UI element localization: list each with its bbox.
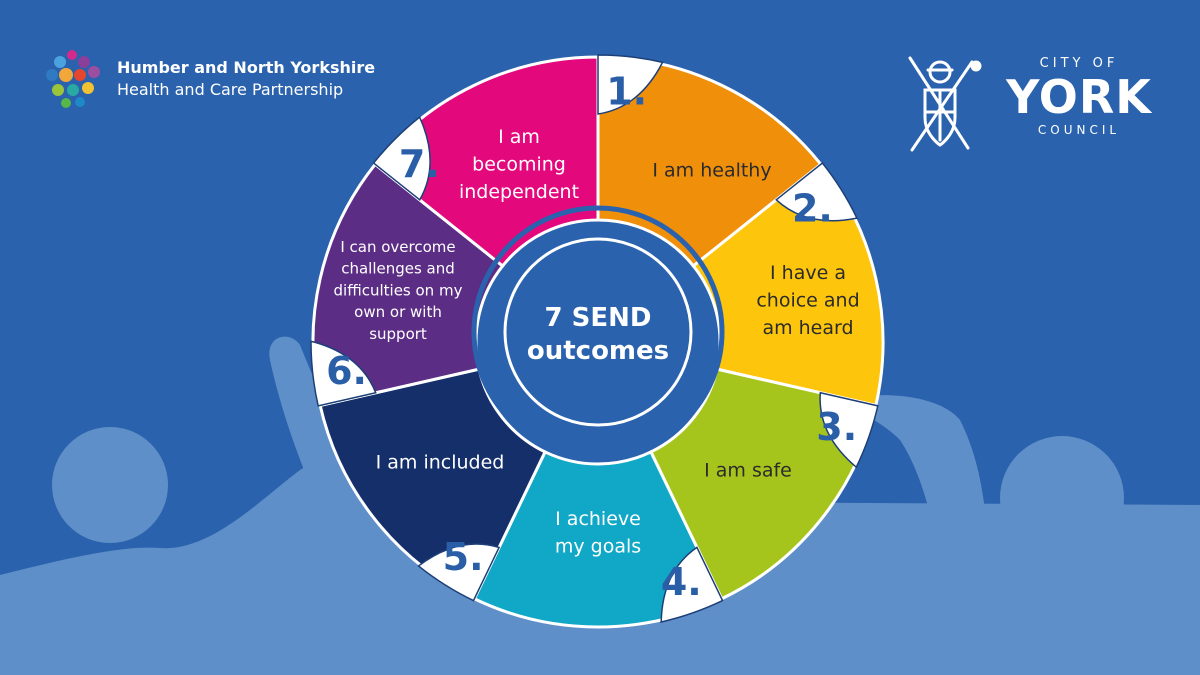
outcome-number-tab-7 [372,115,431,201]
outcome-number-6: 6. [326,349,367,393]
outcome-label-1-line-1: I am healthy [652,160,771,182]
outcome-number-3: 3. [816,405,857,449]
outcome-label-5-line-1: I am included [376,452,505,474]
outcome-label-6-line-3: difficulties on my [334,281,463,299]
left-raised-arm [269,336,400,580]
center-title-line2: outcomes [527,336,669,366]
council-name: YORK [1006,70,1152,124]
outcome-label-7-line-3: independent [459,181,579,203]
outcome-label-2-line-3: am heard [762,317,853,339]
council-label: COUNCIL [1037,123,1121,137]
council-wordmark: CITY OF YORK COUNCIL [994,56,1164,138]
york-crest-icon [908,56,982,152]
outcome-label-2-line-1: I have a [770,262,846,284]
outcome-label-7-line-2: becoming [472,154,566,176]
outcome-number-2: 2. [792,187,833,231]
outcome-label-6-line-4: own or with [354,303,442,321]
outcome-number-4: 4. [661,560,702,604]
outcome-label-6-line-2: challenges and [341,260,455,278]
outcome-number-tab-3 [819,391,879,469]
outcome-label-7-line-1: I am [498,126,540,148]
center-circle [503,237,693,427]
outcome-label-4-line-1: I achieve [555,508,641,530]
partner-name-line2: Health and Care Partnership [117,80,344,99]
partner-logo-icon [46,50,100,108]
council-city-of: CITY OF [1039,56,1119,71]
outcome-number-tabs: 1. 2. 3. 4. 5. 6. 7. [310,54,879,623]
outcome-labels: I am healthy I have a choice and am heard I … [334,126,860,557]
outcome-number-7: 7. [399,142,440,186]
center-ring [471,205,725,459]
outcome-label-6-line-1: I can overcome [340,238,455,256]
outcome-label-3-line-1: I am safe [704,460,792,482]
right-figure-body [880,516,1200,675]
outcome-label-2-line-2: choice and [756,290,859,312]
partner-name-line1: Humber and North Yorkshire [117,58,376,77]
outcome-label-6-line-5: support [369,325,427,343]
outcome-number-tab-1 [597,54,664,115]
center-title-line1: 7 SEND [545,303,652,333]
outcome-number-tab-6 [310,340,377,407]
outcome-number-5: 5. [443,535,484,579]
outcome-number-tab-5 [417,543,501,602]
left-figure-head [52,427,168,543]
outcome-number-tab-4 [660,546,724,623]
outcome-number-1: 1. [606,70,647,114]
partner-name: Humber and North Yorkshire Health and Ca… [117,57,375,101]
outcome-number-tab-2 [775,162,858,222]
outcome-segments [311,55,885,629]
center-hub: 7 SEND outcomes [471,205,725,459]
outcome-label-4-line-2: my goals [555,535,641,557]
